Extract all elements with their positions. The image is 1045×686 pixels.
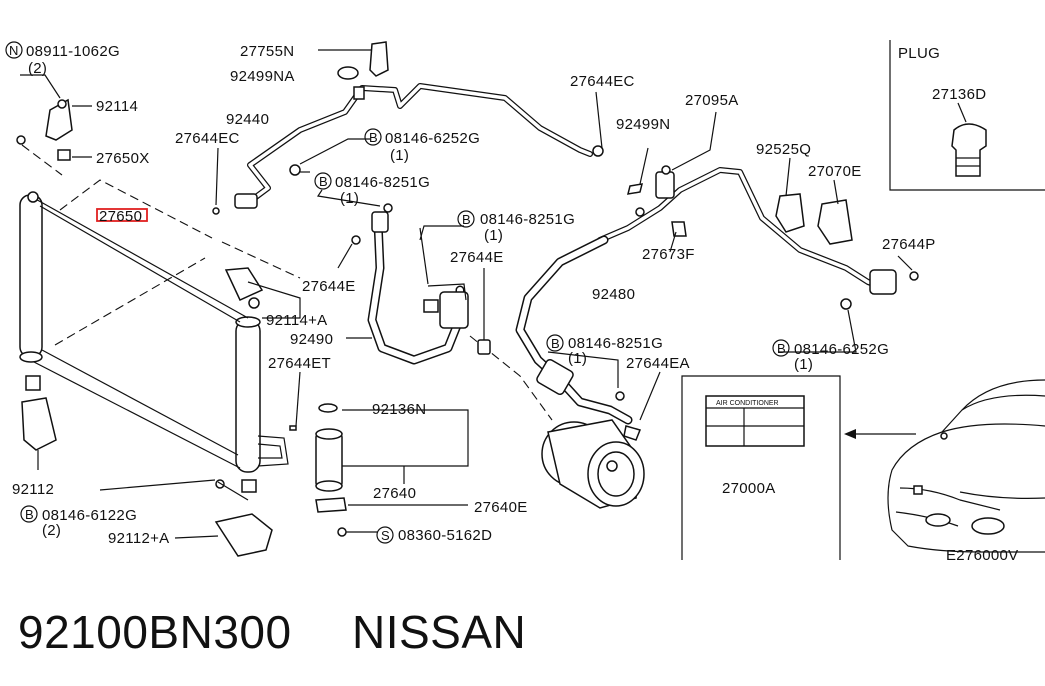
arrow-head [844, 429, 856, 439]
caption-brand: NISSAN [352, 606, 526, 658]
label-92440: 92440 [226, 111, 269, 128]
label-b-bolt5: 08146-8251G [568, 335, 663, 352]
label-27644ec-right: 27644EC [570, 73, 635, 90]
symbol-n: N [5, 41, 23, 59]
label-27136d: 27136D [932, 86, 986, 103]
symbol-n-text: N [9, 43, 18, 58]
label-27673f: 27673F [642, 246, 695, 263]
label-92112: 92112 [12, 481, 54, 498]
label-92490: 92490 [290, 331, 333, 348]
label-n-bolt-qty: (2) [28, 60, 47, 77]
label-b-bolt3-qty: (2) [42, 522, 61, 539]
plug-section: PLUG 27136D [889, 40, 1045, 191]
label-92112a: 92112+A [108, 530, 169, 547]
label-section: AIR CONDITIONER 27000A [681, 375, 916, 560]
plug-title: PLUG [898, 45, 940, 62]
label-27644ea: 27644EA [626, 355, 690, 372]
label-b-bolt1-qty: (1) [390, 147, 409, 164]
symbol-b-3: B [457, 210, 475, 228]
compressor [469, 335, 645, 509]
condenser [19, 179, 301, 473]
symbol-b-text: B [369, 130, 378, 145]
label-b-bolt1: 08146-6252G [385, 130, 480, 147]
label-27070e: 27070E [808, 163, 862, 180]
clips [775, 157, 853, 245]
label-b-bolt4: 08146-8251G [480, 211, 575, 228]
label-b-bolt6: 08146-6252G [794, 341, 889, 358]
symbol-b-text: B [551, 336, 560, 351]
label-b-bolt4-qty: (1) [484, 227, 503, 244]
label-27650x: 27650X [96, 150, 150, 167]
label-27755n: 27755N [240, 43, 294, 60]
symbol-s: S [376, 526, 394, 544]
symbol-b-text: B [462, 212, 471, 227]
label-92480: 92480 [592, 286, 635, 303]
label-s-screw: 08360-5162D [398, 527, 492, 544]
label-27650: 27650 [99, 208, 142, 225]
label-b-bolt6-qty: (1) [794, 356, 813, 373]
label-b-bolt2-qty: (1) [340, 190, 359, 207]
label-e-code: E276000V [946, 547, 1018, 564]
label-27644e-mid: 27644E [450, 249, 504, 266]
label-b-bolt2: 08146-8251G [335, 174, 430, 191]
label-27644p: 27644P [882, 236, 936, 253]
caption-part-number: 92100BN300 [18, 606, 292, 658]
label-27640e: 27640E [474, 499, 528, 516]
clip-27755n [318, 41, 389, 100]
hose-92480 [515, 111, 919, 425]
symbol-b-text: B [319, 174, 328, 189]
label-27644ec-left: 27644EC [175, 130, 240, 147]
symbol-b-5: B [772, 339, 790, 357]
car-sketch: E276000V [887, 379, 1045, 564]
label-b-bolt3: 08146-6122G [42, 507, 137, 524]
bracket-92114 [16, 74, 92, 176]
receiver-drier [315, 403, 469, 537]
label-92136n: 92136N [372, 401, 426, 418]
label-27644et: 27644ET [268, 355, 331, 372]
label-92114a: 92114+A [266, 312, 327, 329]
highlight-box [96, 208, 148, 222]
label-27000a: 27000A [722, 480, 776, 497]
pipe-92440 [212, 83, 604, 215]
symbol-b-1: B [364, 128, 382, 146]
label-b-bolt5-qty: (1) [568, 350, 587, 367]
label-92114: 92114 [96, 98, 138, 115]
label-27095a: 27095A [685, 92, 739, 109]
label-92525q: 92525Q [756, 141, 811, 158]
label-92499n: 92499N [616, 116, 670, 133]
label-92499na: 92499NA [230, 68, 295, 85]
bracket-92114a [224, 267, 301, 319]
symbol-b-4: B [546, 334, 564, 352]
symbol-s-text: S [381, 528, 390, 543]
label-n-bolt: 08911-1062G [26, 43, 120, 60]
label-27640: 27640 [373, 485, 416, 502]
label-27644e-left: 27644E [302, 278, 356, 295]
bracket-92112 [21, 375, 273, 557]
hose-92490 [337, 203, 469, 365]
condenser-pipe [257, 371, 301, 467]
symbol-b-text: B [777, 341, 786, 356]
symbol-b-2: B [314, 172, 332, 190]
symbol-b-text: B [25, 507, 34, 522]
aircon-label-text: AIR CONDITIONER [716, 400, 779, 407]
symbol-b-6: B [20, 505, 38, 523]
